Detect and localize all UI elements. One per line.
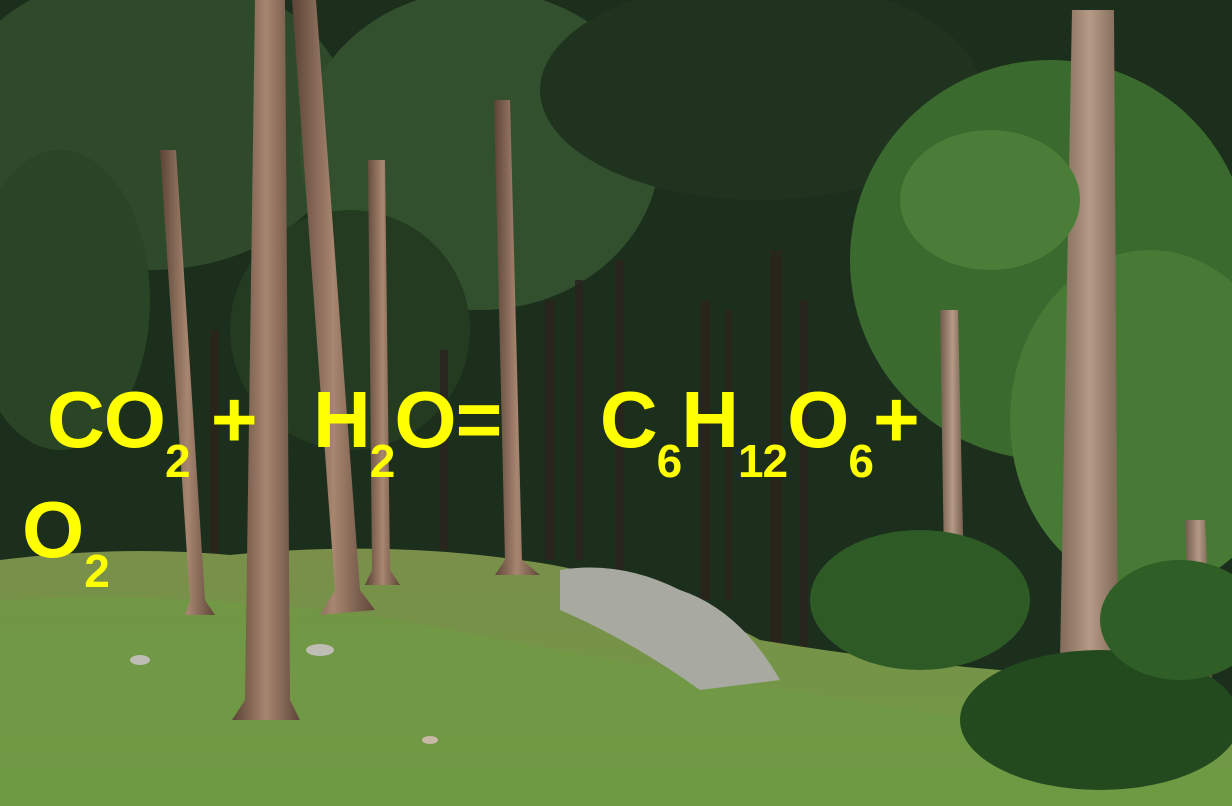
tree-trunk-5 bbox=[365, 160, 400, 585]
tree-trunk-3 bbox=[160, 150, 215, 615]
tree-trunk-4 bbox=[494, 100, 540, 575]
tree-trunk-2 bbox=[292, 0, 375, 615]
pine-branch-foreground bbox=[810, 530, 1030, 670]
tree-trunk-1 bbox=[232, 0, 300, 720]
rock-outcrop bbox=[560, 567, 780, 690]
